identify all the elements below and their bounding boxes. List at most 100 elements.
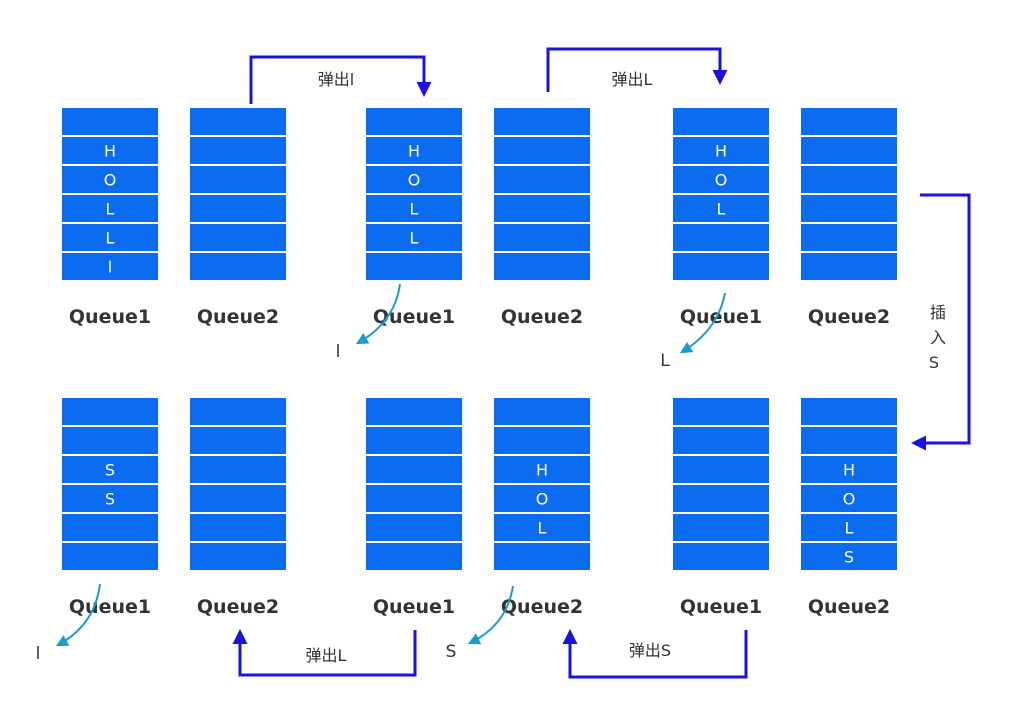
queue-cell-value: L [106,200,115,219]
queue-bottom-3-q1 [673,398,769,570]
queue2-label: Queue2 [197,596,279,618]
queue-cell [673,398,769,425]
queue-cell-value: S [844,548,854,567]
queue-cell-value: H [104,142,116,161]
queue-cell [366,253,462,280]
queue-cell-value: L [106,229,115,248]
label-insert-3: S [929,353,939,372]
arrow-popS [562,629,748,679]
queue-cell [62,195,158,222]
queue-cell [62,108,158,135]
queue-cell [190,398,286,425]
queue-cell [190,224,286,251]
queue-cell [801,108,897,135]
popped-bottom-b: S [446,642,457,662]
queue2-label: Queue2 [501,306,583,328]
arrow-insert [911,193,971,451]
queue-cell [190,253,286,280]
queue-cell [494,224,590,251]
arrow-popL-bottom [232,629,417,677]
queue-cell [366,137,462,164]
queue-cell-value: L [717,200,726,219]
queue-cell [673,427,769,454]
queue-cell [62,224,158,251]
queue-cell [801,137,897,164]
queue-cell [62,427,158,454]
queue-top-3-q2 [801,108,897,280]
queue-cell [494,485,590,512]
queue-cell [673,108,769,135]
queue-cell-value: O [536,490,549,509]
queue-cell [366,108,462,135]
queue-cell [190,456,286,483]
queue-cell [673,485,769,512]
queue-cell [801,456,897,483]
queue-cell [366,224,462,251]
queue2-label: Queue2 [501,596,583,618]
queue-cell [801,253,897,280]
popped-arrow-top-a [355,283,401,345]
queue2-label: Queue2 [808,306,890,328]
queue-cell [801,514,897,541]
queue-cell [673,543,769,570]
queue-cell [494,456,590,483]
queue-cell [366,456,462,483]
popped-arrows [55,283,726,647]
queue-cell-value: O [408,171,421,190]
popped-arrow-bottom-a [55,583,101,647]
queue-cell [190,543,286,570]
queue-cell [673,166,769,193]
queue-cell-value: H [843,461,855,480]
queue-cell [190,108,286,135]
queue-cell [366,398,462,425]
queue-cell [673,224,769,251]
queue-cell [366,166,462,193]
queue-cell [673,456,769,483]
queue-cell-value: L [410,200,419,219]
queue-cell [673,253,769,280]
queue-cell-value: O [104,171,117,190]
queue-cell [62,456,158,483]
queue-bottom-2-q1 [366,398,462,570]
queue-cell [801,485,897,512]
queue-cell-value: S [105,461,115,480]
queue1-label: Queue1 [680,596,762,618]
queue-cell [801,427,897,454]
queue-cell [190,485,286,512]
label-pop1: 弹出l [318,70,354,89]
queue-cell [801,398,897,425]
queue-cell [366,427,462,454]
queue-cell [494,543,590,570]
queue-cell [62,543,158,570]
queue-cell [366,485,462,512]
queue-cell [801,543,897,570]
popped-top-a: l [336,342,341,362]
queue-cell [494,137,590,164]
queue-cell-value: L [845,519,854,538]
queue-cell [190,166,286,193]
queue-cell-value: H [536,461,548,480]
queue1-label: Queue1 [69,596,151,618]
label-popL-bottom: 弹出L [306,646,347,665]
queue-bottom-2-q2: HOL [494,398,590,570]
queue-cell [62,137,158,164]
popped-arrow-bottom-b [467,585,514,645]
queue-cell [673,137,769,164]
queue-cell-value: l [108,258,112,277]
queue-bottom-1-q2 [190,398,286,570]
queue-cell-value: O [715,171,728,190]
popped-bottom-a: l [36,644,41,664]
queue-cell [494,427,590,454]
queue-top-1-q2 [190,108,286,280]
label-insert-2: 入 [930,328,946,347]
queue-cell [366,514,462,541]
queue2-label: Queue2 [197,306,279,328]
queue1-label: Queue1 [69,306,151,328]
transition-arrows [232,47,971,679]
arrow-popL-top [546,47,728,92]
queue-cell [190,195,286,222]
queue-top-3-q1: HOL [673,108,769,280]
